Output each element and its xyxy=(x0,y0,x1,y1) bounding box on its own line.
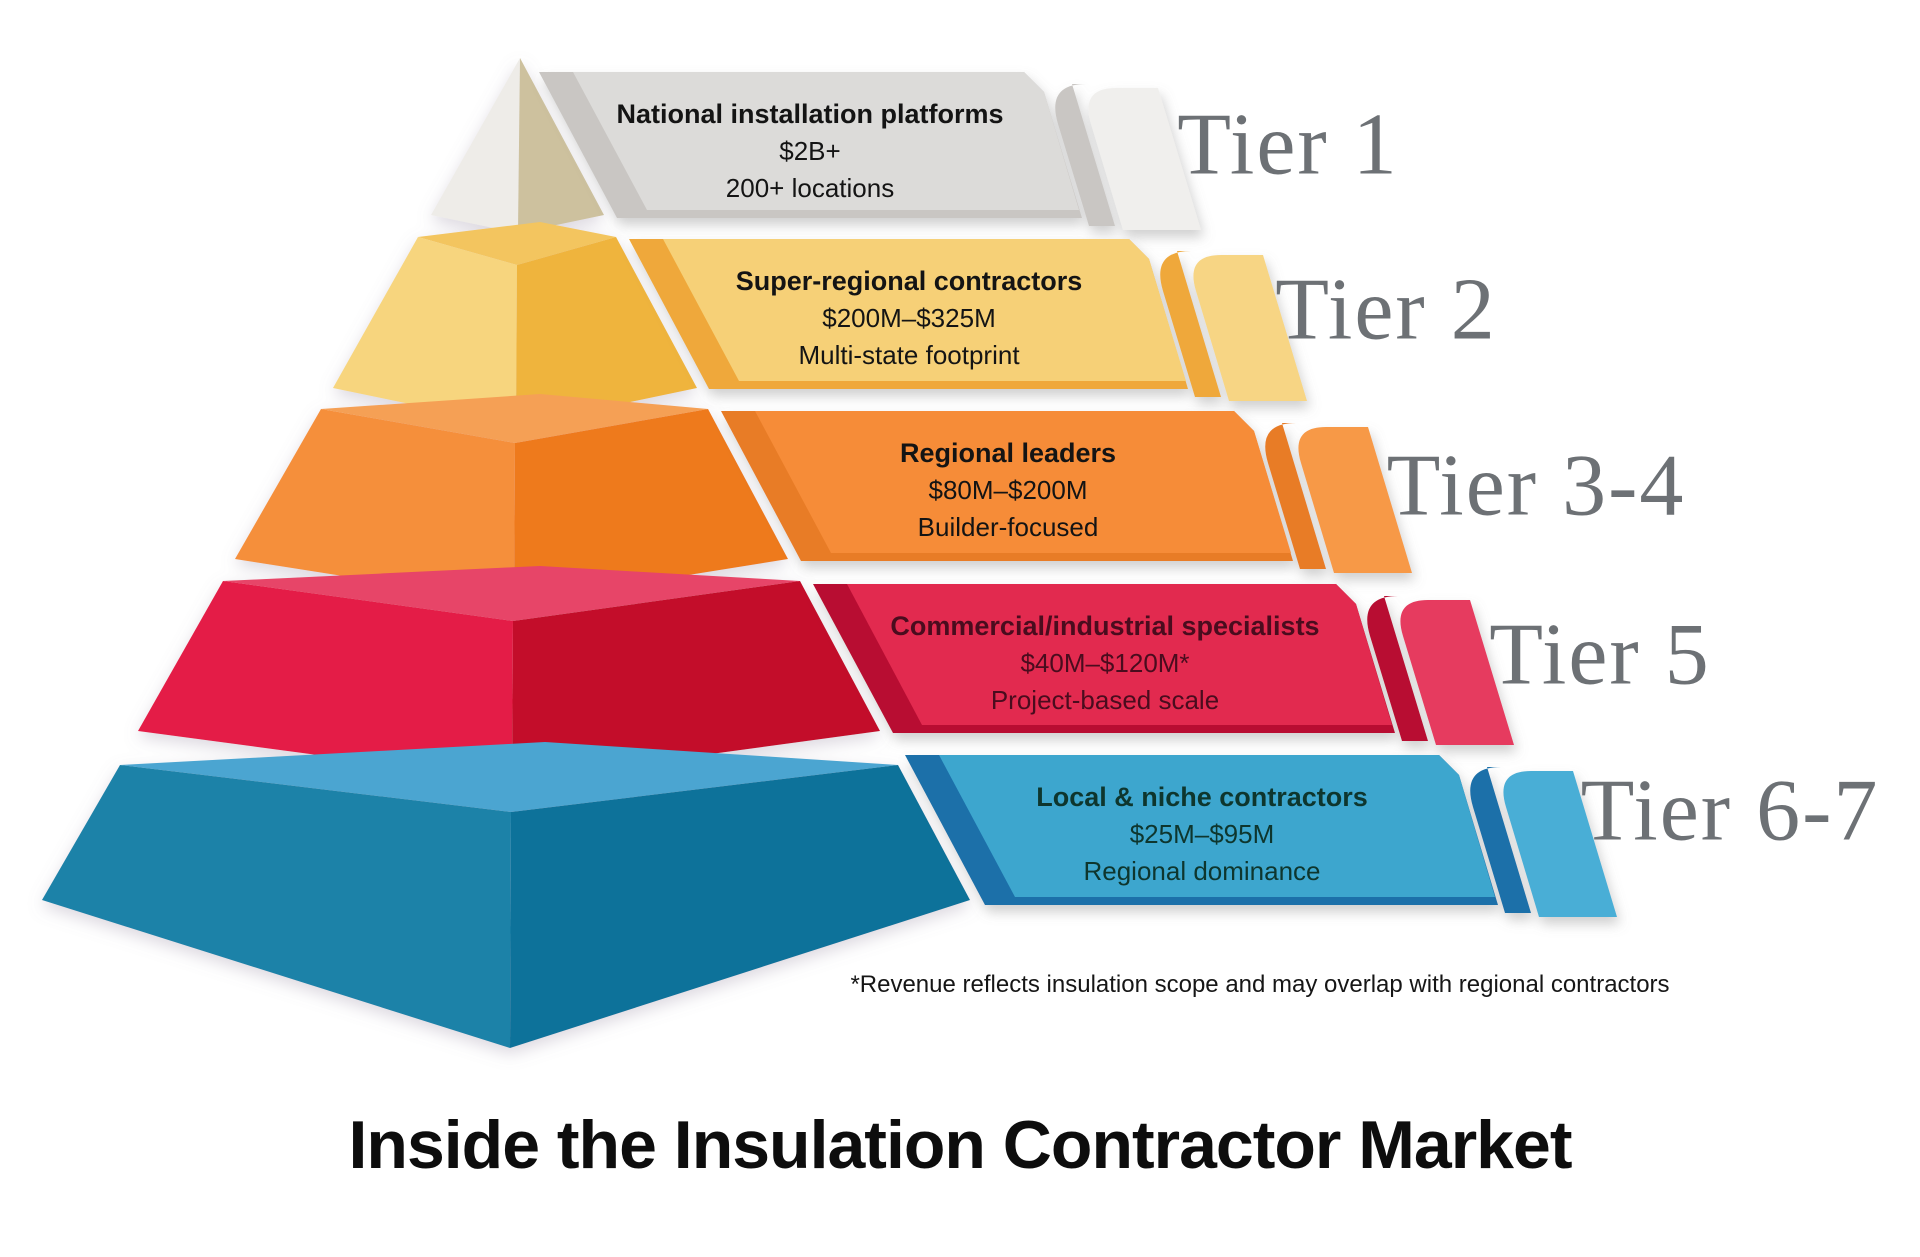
tier-2-band-text: Super-regional contractors $200M–$325M M… xyxy=(609,263,1209,374)
tier-2-tab xyxy=(1193,255,1307,401)
tier-2-detail: Multi-state footprint xyxy=(798,340,1020,370)
tier-2-tab-stripe xyxy=(1160,251,1221,397)
tier-2-band xyxy=(629,239,1307,401)
pyramid xyxy=(42,58,970,1048)
tier-6-7-band xyxy=(905,755,1617,917)
tier-3-4-band-text: Regional leaders $80M–$200M Builder-focu… xyxy=(708,435,1308,546)
tier-5-tab-stripe xyxy=(1367,596,1428,741)
pyramid-tier2-right-face xyxy=(516,237,697,426)
pyramid-tier2-top-rim xyxy=(418,222,616,265)
pyramid-tier1-right-face xyxy=(518,58,604,233)
tier-6-7-name: Local & niche contractors xyxy=(1036,782,1368,812)
tier-3-4-name: Regional leaders xyxy=(899,438,1117,468)
tier-2-label: Tier 2 xyxy=(1275,261,1497,359)
pyramid-tier3-top-rim xyxy=(321,394,708,443)
pyramid-tier5-right-face xyxy=(510,765,970,1048)
tier-3-4-label: Tier 3-4 xyxy=(1386,437,1686,535)
tier-2-name: Super-regional contractors xyxy=(735,266,1083,296)
tier-6-7-label: Tier 6-7 xyxy=(1580,762,1880,860)
tier-6-7-tab-stripe xyxy=(1470,767,1531,913)
pyramid-tier2-left-face xyxy=(333,237,517,426)
tier-6-7-band-text: Local & niche contractors $25M–$95M Regi… xyxy=(902,779,1502,890)
tier-3-4-value: $80M–$200M xyxy=(928,475,1088,505)
tier-5-name: Commercial/industrial specialists xyxy=(890,611,1320,641)
pyramid-tier3-left-face xyxy=(235,409,515,603)
tier-5-detail: Project-based scale xyxy=(990,685,1220,715)
tier-2-value: $200M–$325M xyxy=(822,303,996,333)
tier-5-band-text: Commercial/industrial specialists $40M–$… xyxy=(805,608,1405,719)
tier-5-value: $40M–$120M* xyxy=(1020,648,1190,678)
pyramid-tier1-left-face xyxy=(431,58,520,233)
tier-1-band-face xyxy=(573,72,1079,210)
tier-3-4-tab-stripe xyxy=(1265,423,1326,569)
tier-3-4-band-face xyxy=(755,411,1291,553)
tier-5-label: Tier 5 xyxy=(1489,606,1711,704)
tier-1-name: National installation platforms xyxy=(616,99,1004,129)
pyramid-tier3-right-face xyxy=(514,409,788,603)
tier-6-7-band-face xyxy=(939,755,1495,897)
pyramid-tier5-left-face xyxy=(42,765,511,1048)
tier-5-band xyxy=(813,584,1514,745)
pyramid-tier4-top-rim xyxy=(223,566,800,621)
tier-1-detail: 200+ locations xyxy=(725,173,895,203)
pyramid-tier4-left-face xyxy=(138,581,513,781)
tier-6-7-value: $25M–$95M xyxy=(1129,819,1275,849)
page-title: Inside the Insulation Contractor Market xyxy=(348,1107,1573,1183)
tier-6-7-tab xyxy=(1503,771,1617,917)
footnote: *Revenue reflects insulation scope and m… xyxy=(850,971,1670,998)
tier-3-4-detail: Builder-focused xyxy=(917,512,1099,542)
tier-3-4-band xyxy=(721,411,1412,573)
tier-1-tab-stripe xyxy=(1055,84,1115,226)
tier-1-value: $2B+ xyxy=(779,136,841,166)
tier-5-band-face xyxy=(847,584,1392,725)
pyramid-tier4-right-face xyxy=(512,581,880,781)
tier-1-band xyxy=(539,72,1201,230)
tier-1-label: Tier 1 xyxy=(1177,96,1399,194)
tier-6-7-detail: Regional dominance xyxy=(1083,856,1321,886)
tier-1-tab xyxy=(1088,88,1201,230)
tier-2-band-face xyxy=(663,239,1186,381)
tier-3-4-tab xyxy=(1298,427,1412,573)
tier-5-tab xyxy=(1400,600,1514,745)
tier-1-band-text: National installation platforms $2B+ 200… xyxy=(510,96,1110,207)
pyramid-tier5-top-rim xyxy=(120,742,898,812)
